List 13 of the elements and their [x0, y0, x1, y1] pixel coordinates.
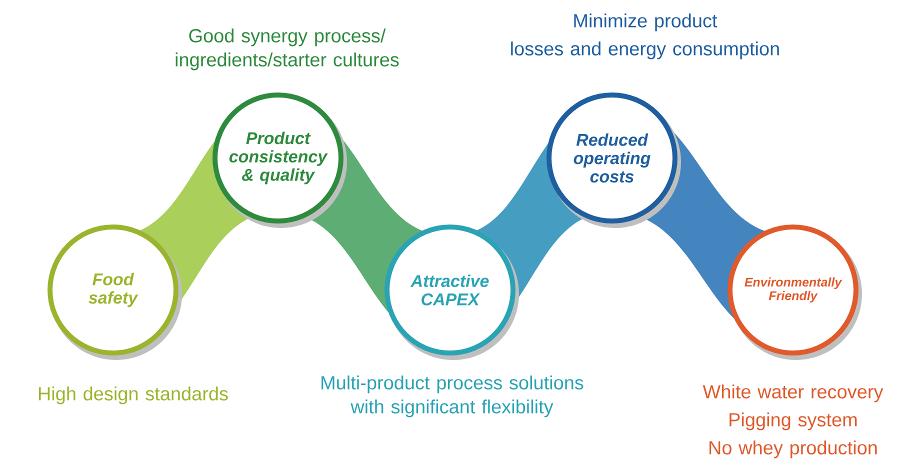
node-label: Minimize product: [574, 14, 718, 32]
circle-node: Environmentally Friendly: [728, 224, 862, 360]
circle-node: Attractive CAPEX: [384, 224, 519, 360]
node-label: losses and energy consumption: [511, 42, 779, 60]
circle-node: Product consistency & quality: [212, 92, 347, 228]
node-label: No whey production: [710, 440, 877, 458]
circle-node: Reduced operating costs: [546, 92, 681, 228]
node-label: Good synergy process/ ingredients/starter cultures: [176, 28, 399, 70]
node-label: Multi-product process solutions with significant flexibility: [322, 376, 584, 418]
node-label: White water recovery: [702, 384, 884, 402]
node-label: Pigging system: [730, 412, 857, 430]
circle-node: Food safety: [48, 224, 182, 360]
node-label: High design standards: [38, 386, 228, 404]
